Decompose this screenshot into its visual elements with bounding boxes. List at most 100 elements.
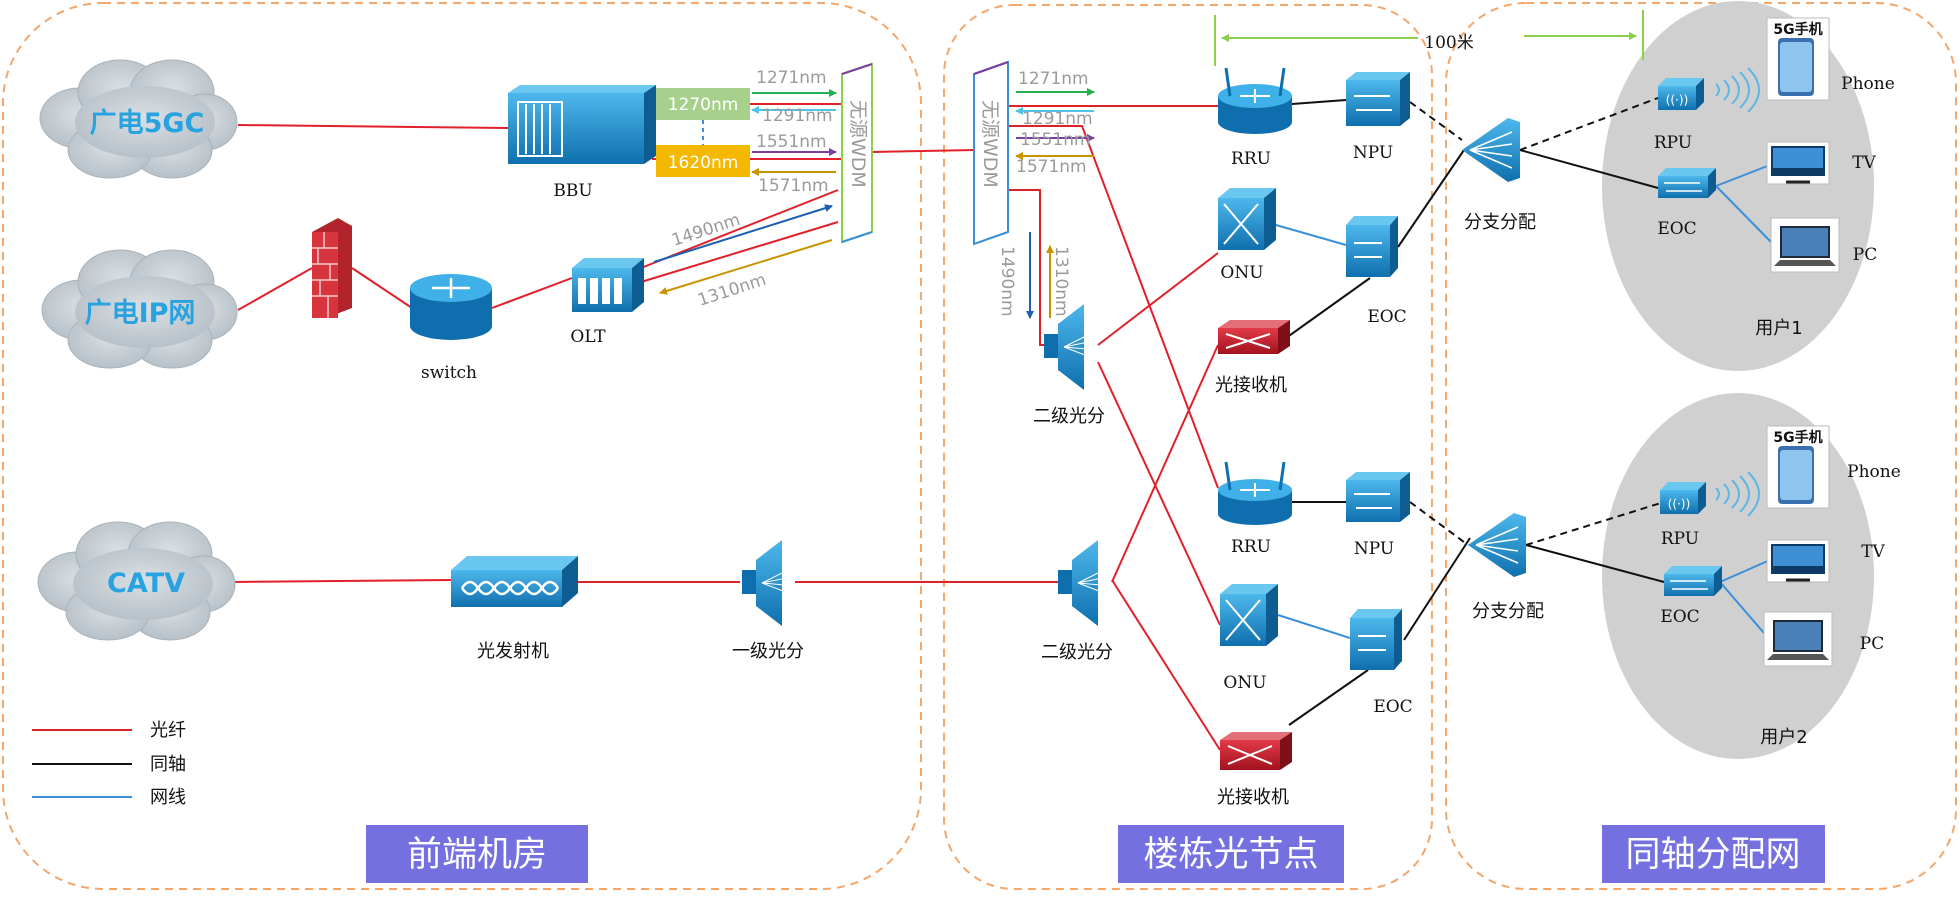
splitter2a-label: 二级光分 <box>1033 406 1105 427</box>
ethernet-links <box>1275 164 1773 641</box>
wavelength-arrows-left <box>653 89 837 295</box>
switch-icon <box>410 274 492 340</box>
distance-marker <box>1214 10 1644 66</box>
svg-text:((·)): ((·)) <box>1668 497 1691 511</box>
user1-eoc-label: EOC <box>1657 219 1696 239</box>
transmitter-label: 光发射机 <box>477 641 549 662</box>
user2-wireless-icon <box>1715 471 1760 517</box>
label-1571-right: 1571nm <box>1016 157 1087 177</box>
npu1-label: NPU <box>1353 143 1393 163</box>
splitter2b-label: 二级光分 <box>1041 642 1113 663</box>
eoc1-icon <box>1346 216 1398 277</box>
user2-eoc-icon <box>1664 566 1722 596</box>
label-1571-left: 1571nm <box>758 176 829 196</box>
wdm-right-label: 无源WDM <box>979 100 1001 188</box>
user1-wireless-icon <box>1715 67 1760 113</box>
eoc2-icon <box>1350 609 1402 670</box>
building-node-frame <box>943 4 1433 890</box>
user2-tv-label: TV <box>1861 542 1885 562</box>
bbu-label: BBU <box>553 181 592 201</box>
tap2-icon <box>1468 513 1526 577</box>
user1-pc-label: PC <box>1853 245 1877 265</box>
npu2-label: NPU <box>1354 539 1394 559</box>
rru2-icon <box>1218 461 1292 525</box>
cloud-catv-label: CATV <box>107 568 185 599</box>
user1-tv-icon <box>1766 141 1830 185</box>
coax-network-title: 同轴分配网 <box>1602 825 1825 883</box>
user1-rpu-label: RPU <box>1654 133 1692 153</box>
rru1-label: RRU <box>1231 149 1271 169</box>
label-1551-left: 1551nm <box>756 132 827 152</box>
label-1271-right: 1271nm <box>1018 69 1089 89</box>
user1-phone-badge: 5G手机 <box>1773 21 1822 38</box>
splitter1-icon <box>742 540 797 626</box>
legend-fiber-label: 光纤 <box>150 720 186 741</box>
receiver2-label: 光接收机 <box>1217 787 1289 808</box>
svg-text:同轴分配网: 同轴分配网 <box>1625 835 1800 875</box>
splitter2a-icon <box>1044 304 1099 390</box>
user1-phone-icon <box>1766 17 1830 101</box>
user2-eoc-label: EOC <box>1660 607 1699 627</box>
legend-coax-label: 同轴 <box>150 754 186 775</box>
user1-tv-label: TV <box>1852 153 1876 173</box>
receiver2-icon <box>1220 732 1292 770</box>
npu2-icon <box>1346 472 1410 522</box>
label-1310-left: 1310nm <box>695 270 768 311</box>
firewall-icon <box>312 218 352 318</box>
building-node-title: 楼栋光节点 <box>1118 825 1344 883</box>
user2-phone-badge: 5G手机 <box>1773 429 1822 446</box>
cloud-5gc <box>39 59 238 179</box>
user2-name: 用户2 <box>1760 727 1807 748</box>
user2-rpu-icon: ((·)) <box>1660 482 1706 514</box>
tap1-label: 分支分配 <box>1464 212 1536 233</box>
user2-pc-label: PC <box>1860 634 1884 654</box>
eoc1-label: EOC <box>1367 307 1406 327</box>
svg-text:楼栋光节点: 楼栋光节点 <box>1143 835 1318 875</box>
svg-text:((·)): ((·)) <box>1666 93 1689 107</box>
label-1551-right: 1551nm <box>1020 130 1091 150</box>
bbu-icon <box>508 85 656 164</box>
svg-text:1270nm: 1270nm <box>668 95 739 115</box>
receiver1-icon <box>1218 320 1290 354</box>
legend-ethernet-label: 网线 <box>150 787 186 808</box>
label-1291-right: 1291nm <box>1022 109 1093 129</box>
npu1-icon <box>1346 72 1410 126</box>
coax-links <box>1285 97 1665 726</box>
label-1271-left: 1271nm <box>756 68 827 88</box>
label-1310-vertical: 1310nm <box>1051 246 1071 317</box>
user1-name: 用户1 <box>1755 318 1802 339</box>
svg-text:1620nm: 1620nm <box>668 153 739 173</box>
user1-pc-icon <box>1770 217 1840 273</box>
olt-label: OLT <box>570 327 606 347</box>
user2-tv-icon <box>1766 539 1830 583</box>
label-1291-left: 1291nm <box>762 106 833 126</box>
front-room-frame <box>2 2 922 890</box>
user1-phone-label: Phone <box>1841 74 1895 94</box>
rect-1620: 1620nm <box>656 145 750 177</box>
user2-rpu-label: RPU <box>1661 529 1699 549</box>
cloud-ip-label: 广电IP网 <box>85 298 196 329</box>
wdm-right-icon <box>973 60 1009 246</box>
receiver1-label: 光接收机 <box>1215 375 1287 396</box>
rru2-label: RRU <box>1231 537 1271 557</box>
splitter1-label: 一级光分 <box>732 641 804 662</box>
rect-1270: 1270nm <box>656 88 750 120</box>
user1-eoc-icon <box>1658 168 1716 198</box>
cloud-5gc-label: 广电5GC <box>90 108 205 139</box>
user1-rpu-icon: ((·)) <box>1658 78 1704 110</box>
wdm-left-icon <box>841 62 873 244</box>
front-room-title: 前端机房 <box>366 825 588 883</box>
tap2-label: 分支分配 <box>1472 601 1544 622</box>
wdm-left-label: 无源WDM <box>847 100 869 188</box>
svg-text:前端机房: 前端机房 <box>407 835 547 875</box>
rru1-icon <box>1218 67 1292 134</box>
switch-label: switch <box>421 363 477 383</box>
label-1490-vertical: 1490nm <box>997 246 1017 317</box>
cloud-ip <box>41 249 238 369</box>
onu2-icon <box>1220 584 1278 646</box>
coax-network-frame <box>1445 2 1957 890</box>
olt-icon <box>572 258 644 312</box>
eoc2-label: EOC <box>1373 697 1412 717</box>
onu2-label: ONU <box>1223 673 1266 693</box>
